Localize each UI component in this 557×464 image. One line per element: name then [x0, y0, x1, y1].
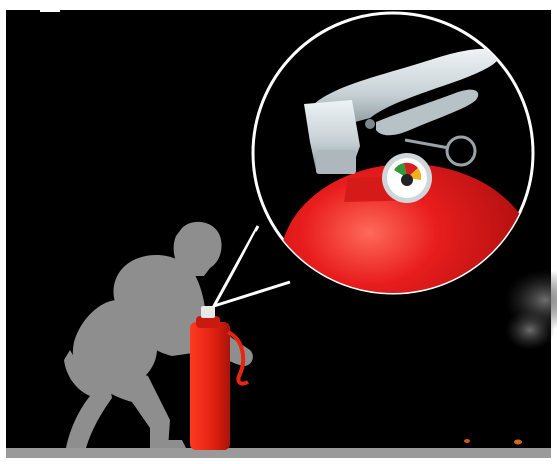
smoke-icon	[505, 270, 557, 350]
right-border	[551, 0, 557, 464]
fire-extinguisher-icon	[190, 306, 248, 450]
bottom-border	[0, 458, 557, 464]
pressure-gauge-icon	[382, 153, 432, 203]
ember-sparks	[464, 439, 522, 445]
left-border	[0, 0, 6, 464]
floor	[6, 448, 551, 458]
magnified-view-bubble	[214, 13, 536, 360]
